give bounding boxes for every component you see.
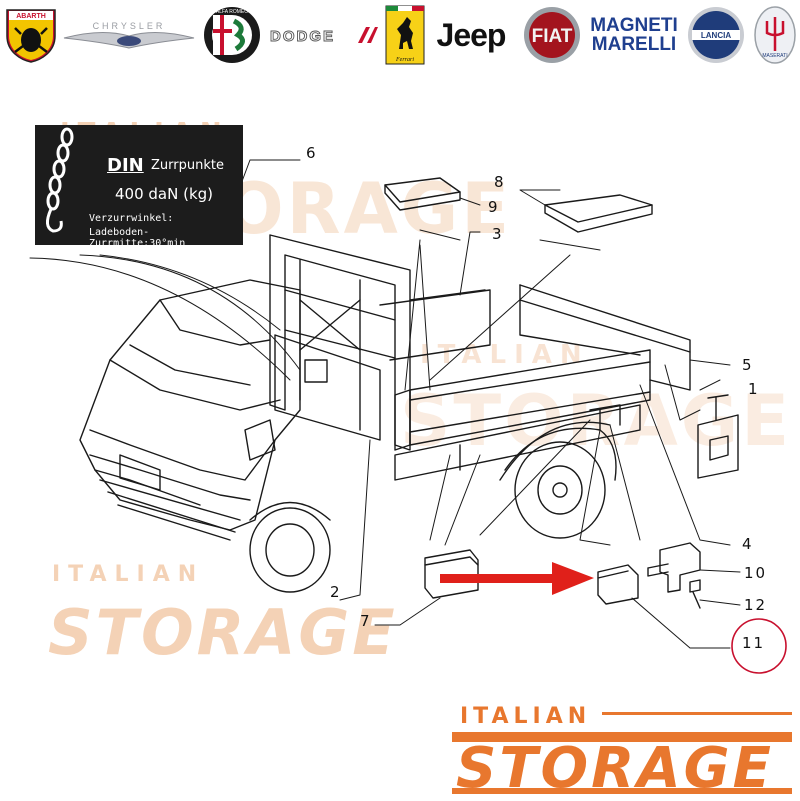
callout-2: 2 (330, 583, 342, 601)
watermark-italian-bottom: ITALIAN (52, 562, 205, 587)
italian-storage-logo: ITALIAN STORAGE (452, 702, 792, 801)
load-rating: 400 daN (kg) (115, 185, 214, 203)
part-1-bracket (697, 414, 739, 479)
callout-6: 6 (306, 144, 318, 162)
dodge-wordmark: DODGE (270, 28, 335, 45)
logo-storage-text: STORAGE (456, 736, 774, 801)
part-11-pad (597, 564, 639, 605)
rear-wheel (514, 441, 606, 539)
lancia-badge-icon: LANCIA (688, 7, 744, 63)
jeep-wordmark: Jeep (436, 16, 507, 53)
lancia-logo: LANCIA (684, 6, 748, 64)
callout-12: 12 (744, 596, 768, 614)
chrysler-logo: CHRYSLER (62, 6, 196, 64)
logo-italian-text: ITALIAN (460, 704, 592, 729)
marelli-wordmark: MARELLI (591, 34, 677, 55)
headboard-frame (269, 234, 411, 451)
abarth-shield-icon: ABARTH (6, 9, 56, 63)
cab-outline (79, 279, 301, 531)
alfa-romeo-badge-icon: ALFA ROMEO (204, 7, 260, 63)
fiat-badge-icon: FIAT (524, 7, 580, 63)
parts-diagram (29, 159, 787, 674)
ferrari-wordmark: Ferrari (395, 57, 414, 63)
watermark-storage-bottom: STORAGE (48, 596, 398, 669)
watermark-storage-mid: STORAGE (400, 380, 793, 462)
side-board-left (274, 334, 381, 441)
part-7-block (424, 549, 479, 599)
abarth-logo: ABARTH (2, 6, 60, 64)
callout-1: 1 (748, 380, 760, 398)
alfa-romeo-logo: ALFA ROMEO (200, 6, 264, 64)
ladeboden-label: Ladeboden-Zurrmitte:30°min (89, 227, 186, 249)
chrysler-wings-icon: CHRYSLER (63, 21, 195, 49)
zurrpunkte-label: Zurrpunkte (151, 158, 224, 173)
callout-5: 5 (742, 356, 754, 374)
callout-3: 3 (492, 225, 504, 243)
callout-8: 8 (494, 173, 506, 191)
fiat-logo: FIAT (520, 6, 584, 64)
din-lashing-sticker: DIN Zurrpunkte 400 daN (kg) Verzurrwinke… (35, 125, 243, 249)
callout-4: 4 (742, 535, 754, 553)
fiat-wordmark: FIAT (532, 26, 573, 47)
callout-11: 11 (742, 634, 766, 652)
din-label: DIN (107, 155, 144, 176)
dodge-logo: DODGE (266, 6, 378, 64)
magneti-wordmark: MAGNETI (590, 15, 678, 36)
insert-9 (384, 177, 461, 203)
brand-logo-bar: ABARTH CHRYSLER ALFA ROMEO DODGE (0, 0, 800, 72)
ferrari-logo: Ferrari (384, 5, 426, 65)
part-10-hinge (659, 542, 701, 593)
chrysler-wordmark: CHRYSLER (93, 21, 166, 31)
abarth-wordmark: ABARTH (16, 13, 46, 20)
maserati-trident-icon: MASERATI (754, 6, 796, 64)
logo-stripes-icon (452, 712, 792, 794)
chain-hook-icon (46, 127, 74, 233)
front-wheel (249, 507, 331, 593)
magneti-marelli-logo: MAGNETI MARELLI (588, 6, 680, 64)
jeep-logo: Jeep (428, 6, 514, 64)
callout-10: 10 (744, 564, 768, 582)
callout-9: 9 (488, 198, 500, 216)
alfa-romeo-wordmark: ALFA ROMEO (216, 9, 248, 15)
side-board-right (519, 284, 691, 391)
verzurrwinkel-label: Verzurrwinkel: (89, 213, 174, 224)
maserati-logo: MASERATI (752, 6, 798, 64)
highlight-circle (731, 618, 787, 674)
part-12-screw (689, 579, 701, 609)
dodge-wordmark-icon: DODGE (270, 27, 378, 45)
lancia-wordmark: LANCIA (701, 31, 731, 40)
callout-7: 7 (360, 612, 372, 630)
red-arrow (440, 562, 594, 595)
ferrari-shield-icon: Ferrari (385, 5, 425, 65)
maserati-wordmark: MASERATI (762, 53, 787, 59)
